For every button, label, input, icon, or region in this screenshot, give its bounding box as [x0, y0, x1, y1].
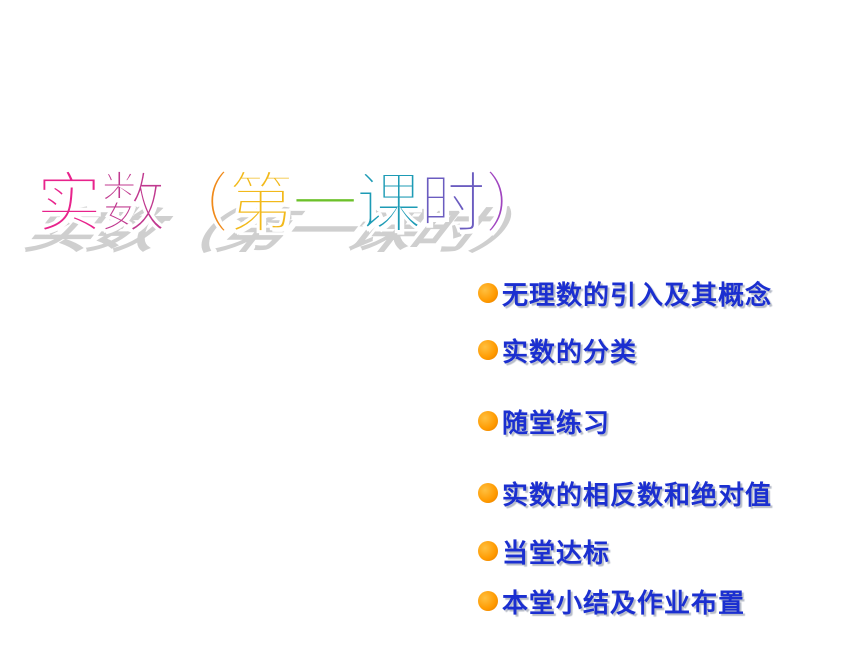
- orange-bullet-icon: [478, 411, 498, 431]
- menu-item-label: 当堂达标: [502, 538, 611, 569]
- page-title: 实数（第一课时） 实数（第一课时）: [12, 150, 658, 260]
- orange-bullet-icon: [478, 541, 498, 561]
- orange-bullet-icon: [478, 283, 498, 303]
- orange-bullet-icon: [478, 591, 498, 611]
- menu-item-summary-homework[interactable]: 本堂小结及作业布置: [478, 584, 746, 619]
- title-char: 第: [228, 165, 295, 243]
- menu-item-label: 无理数的引入及其概念: [502, 280, 773, 311]
- menu-item-irrational-intro[interactable]: 无理数的引入及其概念: [478, 276, 773, 311]
- title-char: 实: [36, 165, 103, 243]
- title-paren-open: （: [164, 165, 231, 243]
- title-text: 实数（第一课时）: [36, 150, 551, 246]
- menu-item-label: 实数的相反数和绝对值: [502, 480, 773, 511]
- title-char: 数: [100, 165, 167, 243]
- title-char: 时: [420, 165, 487, 243]
- menu-item-practice[interactable]: 随堂练习: [478, 404, 611, 439]
- menu-item-label: 随堂练习: [502, 408, 611, 439]
- title-paren-close: ）: [484, 165, 551, 243]
- orange-bullet-icon: [478, 340, 498, 360]
- menu-item-label: 本堂小结及作业布置: [502, 588, 746, 619]
- title-char: 课: [356, 165, 423, 243]
- menu-item-opposite-absolute[interactable]: 实数的相反数和绝对值: [478, 476, 773, 511]
- orange-bullet-icon: [478, 483, 498, 503]
- menu-item-label: 实数的分类: [502, 337, 638, 368]
- menu-item-real-classification[interactable]: 实数的分类: [478, 333, 638, 368]
- menu-item-assessment[interactable]: 当堂达标: [478, 534, 611, 569]
- title-char: 一: [292, 165, 359, 243]
